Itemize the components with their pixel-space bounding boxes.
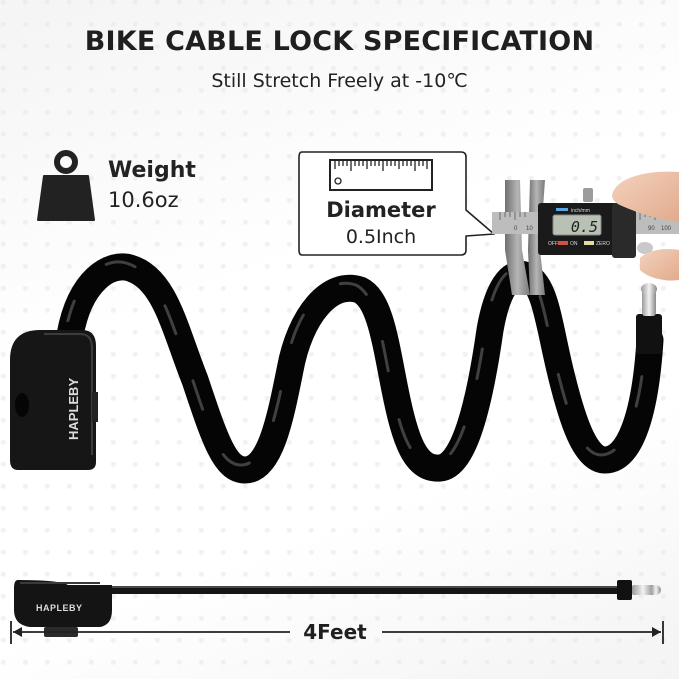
straight-cable xyxy=(110,580,661,600)
page-subtitle: Still Stretch Freely at -10℃ xyxy=(211,70,468,92)
digital-caliper: 0 10 90 100 inch/mm 0.5 OFF ON ZERO xyxy=(492,180,679,295)
lock-head-straight: HAPLEBY xyxy=(14,580,112,637)
key-tip-end xyxy=(636,283,662,354)
scale-mark-10: 10 xyxy=(526,226,533,232)
length-label: 4Feet xyxy=(303,620,367,644)
brand-logo-coiled: HAPLEBY xyxy=(66,378,81,440)
diameter-value: 0.5Inch xyxy=(345,226,417,248)
scale-mark-90: 90 xyxy=(648,226,655,232)
weight-value: 10.6oz xyxy=(108,188,179,212)
on-label: ON xyxy=(570,241,578,247)
scale-mark-100: 100 xyxy=(661,226,672,232)
weight-spec: Weight 10.6oz xyxy=(36,150,236,230)
unit-button-label: inch/mm xyxy=(571,208,590,214)
page-title: BIKE CABLE LOCK SPECIFICATION xyxy=(84,26,595,57)
zero-label: ZERO xyxy=(596,241,610,247)
lcd-reading: 0.5 xyxy=(571,218,598,236)
ruler-icon xyxy=(329,159,433,191)
length-dimension-arrow xyxy=(10,621,664,644)
diameter-label: Diameter xyxy=(326,198,436,222)
weight-icon xyxy=(37,150,95,221)
scale-mark-0: 0 xyxy=(514,226,518,232)
lock-head-coiled: HAPLEBY xyxy=(10,330,98,470)
off-label: OFF xyxy=(548,241,558,247)
brand-logo-straight: HAPLEBY xyxy=(36,603,83,613)
hand xyxy=(612,171,679,281)
coiled-cable xyxy=(50,253,664,484)
weight-label: Weight xyxy=(108,158,196,183)
diameter-callout: Diameter 0.5Inch xyxy=(298,150,495,256)
